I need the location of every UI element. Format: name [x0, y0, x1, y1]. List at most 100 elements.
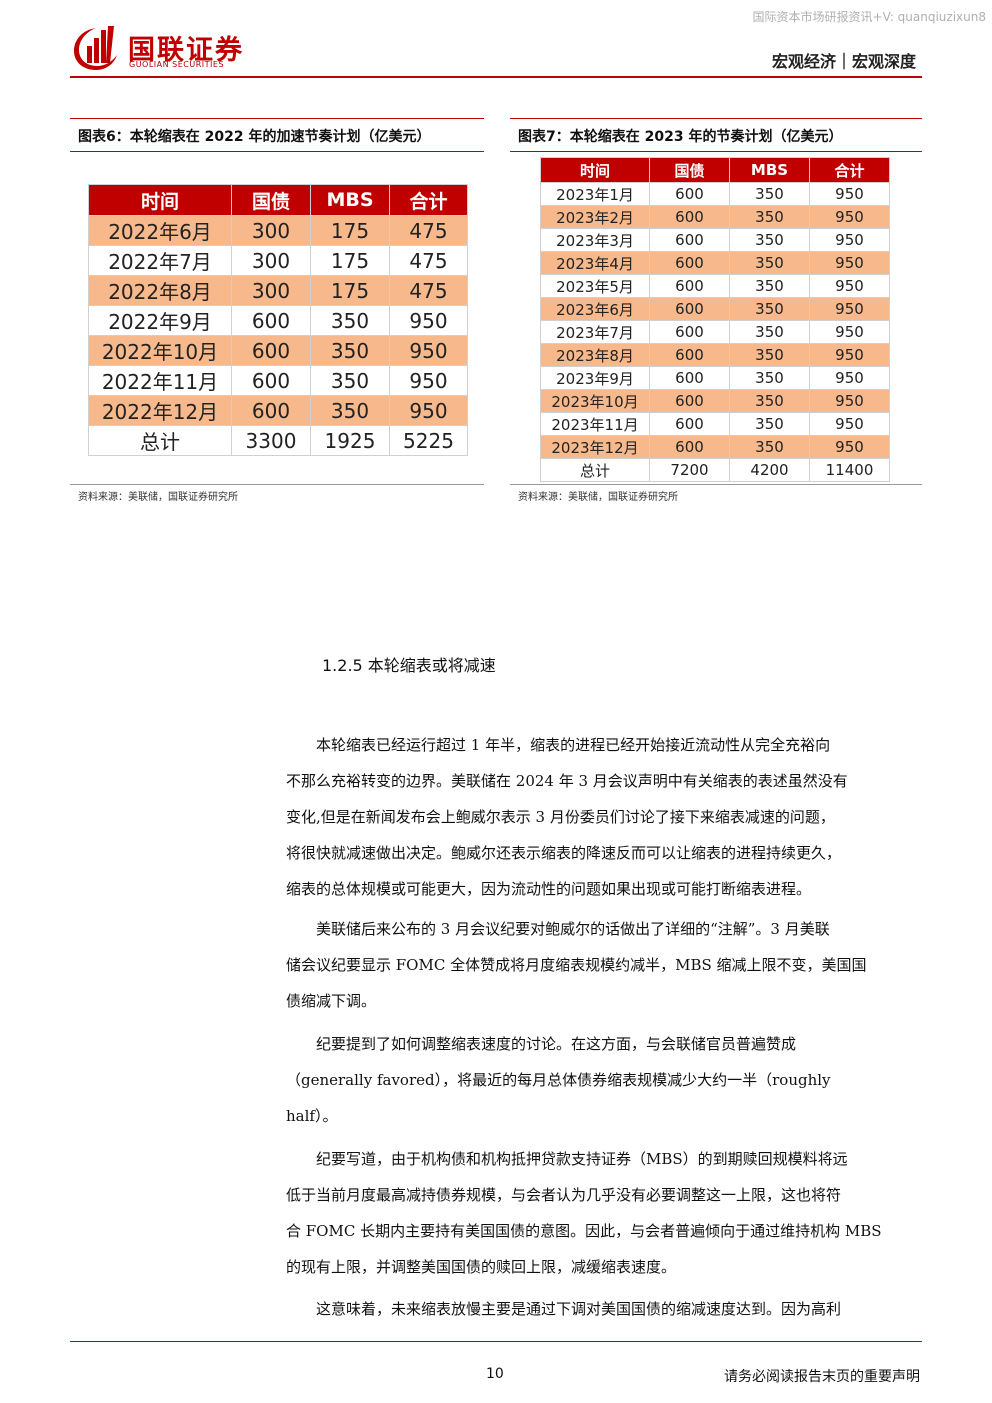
figure7-table: 时间 国债 MBS 合计 2023年1月 600 350 950 2023年2月…: [540, 157, 890, 482]
table-cell: 350: [310, 305, 390, 336]
table-cell: 350: [729, 205, 810, 229]
figure6-col-header: 合计: [389, 184, 468, 216]
table-cell: 600: [649, 182, 730, 206]
table-total-row: 总计 7200 4200 11400: [540, 458, 890, 482]
table-cell: 600: [649, 205, 730, 229]
table-cell: 350: [729, 297, 810, 321]
table-total-row: 总计 3300 1925 5225: [88, 425, 468, 456]
table-cell: 950: [809, 320, 890, 344]
paragraph-line: 将很快就减速做出决定。鲍威尔还表示缩表的降速反而可以让缩表的进程持续更久，: [286, 844, 842, 862]
table-cell: 总计: [88, 425, 232, 456]
table-cell: 600: [231, 395, 311, 426]
table-cell: 7200: [649, 458, 730, 482]
table-cell: 350: [729, 251, 810, 275]
table-row: 2023年12月 600 350 950: [540, 435, 890, 459]
logo-chinese-name: 国联证券: [128, 35, 244, 66]
table-row: 2022年9月 600 350 950: [88, 305, 468, 336]
table-cell: 600: [649, 366, 730, 390]
figure7-col-header: 国债: [649, 157, 730, 183]
table-cell: 2023年3月: [540, 228, 650, 252]
table-cell: 950: [809, 251, 890, 275]
table-cell: 300: [231, 245, 311, 276]
table-cell: 2023年4月: [540, 251, 650, 275]
paragraph-line: 这意味着，未来缩表放慢主要是通过下调对美国国债的缩减速度达到。因为高利: [286, 1300, 842, 1318]
table-cell: 600: [649, 251, 730, 275]
figure7-bottom-rule: [510, 484, 922, 485]
figure7-title: 图表7：本轮缩表在 2023 年的节奏计划（亿美元）: [518, 129, 843, 145]
table-row: 2023年8月 600 350 950: [540, 343, 890, 367]
table-row: 2023年4月 600 350 950: [540, 251, 890, 275]
paragraph-line: （generally favored），将最近的每月总体债券缩表规模减少大约一半…: [286, 1071, 831, 1089]
figure7-col-header: MBS: [729, 157, 810, 183]
table-cell: 2023年11月: [540, 412, 650, 436]
table-cell: 950: [809, 366, 890, 390]
figure6-title-rule: [70, 151, 484, 152]
figure6-bottom-rule: [70, 484, 484, 485]
table-cell: 950: [809, 412, 890, 436]
table-cell: 2023年6月: [540, 297, 650, 321]
table-cell: 2022年10月: [88, 335, 232, 366]
table-row: 2022年7月 300 175 475: [88, 245, 468, 276]
figure6-header-row: 时间 国债 MBS 合计: [88, 184, 468, 216]
watermark-text: 国际资本市场研报资讯+V: quanqiuzixun8: [752, 10, 986, 24]
paragraph-line: 缩表的总体规模或可能更大，因为流动性的问题如果出现或可能打断缩表进程。: [286, 880, 812, 898]
table-cell: 2022年11月: [88, 365, 232, 396]
paragraph-line: 不那么充裕转变的边界。美联储在 2024 年 3 月会议声明中有关缩表的表述虽然…: [286, 772, 848, 790]
table-cell: 350: [310, 335, 390, 366]
table-cell: 350: [310, 365, 390, 396]
table-cell: 11400: [809, 458, 890, 482]
table-cell: 950: [809, 182, 890, 206]
page-number: 10: [486, 1366, 504, 1382]
table-cell: 350: [729, 228, 810, 252]
table-cell: 300: [231, 215, 311, 246]
figure6-top-rule: [70, 118, 484, 119]
header-section-label: 宏观经济｜宏观深度: [771, 52, 916, 71]
footer-notice: 请务必阅读报告末页的重要声明: [724, 1369, 920, 1385]
body-paragraph: 这意味着，未来缩表放慢主要是通过下调对美国国债的缩减速度达到。因为高利: [286, 1291, 922, 1327]
paragraph-line: 债缩减下调。: [286, 992, 377, 1010]
table-cell: 950: [809, 274, 890, 298]
figure7-title-rule: [510, 151, 922, 152]
table-cell: 300: [231, 275, 311, 306]
table-row: 2023年11月 600 350 950: [540, 412, 890, 436]
footer-divider: [70, 1341, 922, 1342]
figure6-title: 图表6：本轮缩表在 2022 年的加速节奏计划（亿美元）: [78, 129, 431, 145]
figure7-source: 资料来源：美联储，国联证券研究所: [518, 492, 678, 503]
figure7-header-row: 时间 国债 MBS 合计: [540, 157, 890, 183]
table-cell: 600: [649, 389, 730, 413]
paragraph-line: 纪要写道，由于机构债和机构抵押贷款支持证券（MBS）的到期赎回规模料将远: [286, 1150, 848, 1168]
table-row: 2023年10月 600 350 950: [540, 389, 890, 413]
figure6-col-header: 国债: [231, 184, 311, 216]
table-row: 2023年5月 600 350 950: [540, 274, 890, 298]
table-cell: 175: [310, 245, 390, 276]
paragraph-line: 纪要提到了如何调整缩表速度的讨论。在这方面，与会联储官员普遍赞成: [286, 1035, 797, 1053]
body-paragraph: 本轮缩表已经运行超过 1 年半，缩表的进程已经开始接近流动性从完全充裕向 不那么…: [286, 727, 922, 907]
paragraph-line: 美联储后来公布的 3 月会议纪要对鲍威尔的话做出了详细的“注解”。3 月美联: [286, 920, 830, 938]
company-logo: 国联证券 GUOLIAN SECURITIES: [70, 24, 270, 74]
table-cell: 2023年9月: [540, 366, 650, 390]
logo-english-name: GUOLIAN SECURITIES: [129, 60, 225, 69]
figure6-col-header: MBS: [310, 184, 390, 216]
table-row: 2022年11月 600 350 950: [88, 365, 468, 396]
table-cell: 2023年7月: [540, 320, 650, 344]
table-cell: 2022年7月: [88, 245, 232, 276]
table-cell: 950: [389, 335, 468, 366]
table-row: 2022年10月 600 350 950: [88, 335, 468, 366]
table-cell: 950: [809, 205, 890, 229]
table-row: 2023年2月 600 350 950: [540, 205, 890, 229]
table-cell: 600: [649, 228, 730, 252]
table-cell: 2022年12月: [88, 395, 232, 426]
table-cell: 1925: [310, 425, 390, 456]
table-cell: 950: [389, 395, 468, 426]
table-cell: 350: [729, 435, 810, 459]
table-cell: 5225: [389, 425, 468, 456]
table-cell: 950: [389, 305, 468, 336]
figure7-col-header: 时间: [540, 157, 650, 183]
table-cell: 350: [729, 389, 810, 413]
table-row: 2022年8月 300 175 475: [88, 275, 468, 306]
table-cell: 475: [389, 215, 468, 246]
table-cell: 350: [310, 395, 390, 426]
table-cell: 600: [649, 320, 730, 344]
figure7-top-rule: [510, 118, 922, 119]
figure6-table: 时间 国债 MBS 合计 2022年6月 300 175 475 2022年7月…: [88, 184, 468, 456]
